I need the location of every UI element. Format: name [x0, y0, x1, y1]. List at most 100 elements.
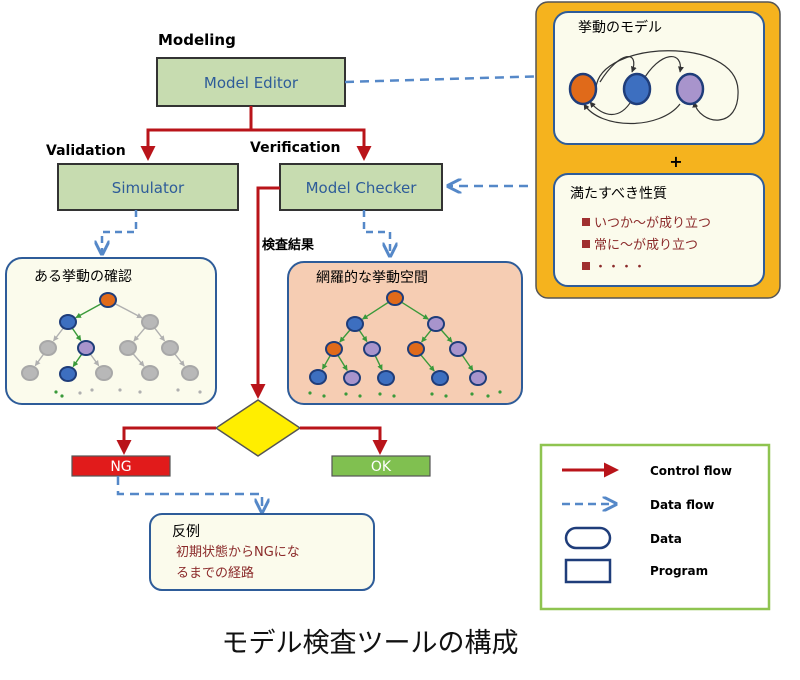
space-tree-leaf-dot	[358, 394, 362, 398]
space-tree-leaf-dot	[344, 392, 348, 396]
sim-tree-edge	[90, 354, 100, 367]
space-tree-node	[407, 341, 425, 357]
sim-tree-edge	[133, 327, 146, 342]
sim-result-title: ある挙動の確認	[34, 269, 132, 285]
legend-program-label: Program	[650, 564, 708, 578]
data-flow-checker-to-space	[362, 210, 390, 256]
legend-data-label: Data	[650, 532, 682, 546]
counterexample-title: 反例	[172, 524, 200, 540]
space-tree-edge	[421, 329, 432, 343]
model-and-properties-panel: 挙動のモデル + 満たすべき性質 いつか～が成り立つ 常に～が成り立つ ・・・・	[535, 1, 781, 299]
space-tree-leaf-dot	[430, 392, 434, 396]
space-tree-node	[343, 370, 361, 386]
space-tree-edge	[420, 354, 435, 372]
ok-label: OK	[371, 459, 392, 475]
sim-tree-node	[59, 366, 77, 382]
sim-tree-node	[141, 314, 159, 330]
space-tree-node	[386, 290, 404, 306]
space-tree-node	[427, 316, 445, 332]
modeling-label: Modeling	[158, 31, 236, 49]
space-tree-node	[363, 341, 381, 357]
space-tree-node	[309, 369, 327, 385]
decision-diamond	[214, 399, 302, 457]
counterexample-line-1: 初期状態からNGにな	[176, 544, 300, 560]
legend: Control flow Data flow Data Program	[539, 443, 771, 611]
sim-tree-edge	[132, 353, 145, 367]
space-tree-edge	[321, 355, 331, 370]
verification-label: Verification	[250, 140, 340, 156]
space-tree-edge	[401, 301, 429, 320]
simulation-result-panel: ある挙動の確認	[5, 257, 217, 405]
counterexample-panel: 反例 初期状態からNGにな るまでの経路	[149, 513, 375, 591]
figure-caption: モデル検査ツールの構成	[222, 628, 519, 659]
space-tree-node	[469, 370, 487, 386]
sim-tree-leaf-dot	[176, 388, 180, 392]
sim-tree-edge	[34, 354, 44, 367]
sim-tree-leaf-dot	[54, 390, 58, 394]
property-item-2: 常に～が成り立つ	[594, 238, 698, 253]
sim-tree-node	[21, 365, 39, 381]
data-flow-ng-to-counterexample	[116, 476, 262, 512]
space-tree-leaf-dot	[444, 394, 448, 398]
sim-tree-leaf-dot	[138, 390, 142, 394]
counterexample-line-2: るまでの経路	[176, 565, 254, 581]
sim-tree-edge	[75, 303, 102, 319]
space-tree-leaf-dot	[322, 394, 326, 398]
space-tree-leaf-dot	[498, 390, 502, 394]
behavior-model-title: 挙動のモデル	[578, 19, 662, 36]
space-tree-leaf-dot	[392, 394, 396, 398]
sim-tree-node	[181, 365, 199, 381]
space-tree-node	[377, 370, 395, 386]
state-space-title: 網羅的な挙動空間	[316, 270, 428, 286]
simulation-tree	[21, 292, 202, 398]
sim-tree-node	[95, 365, 113, 381]
control-flow-split	[140, 106, 372, 161]
control-flow-to-ok	[300, 426, 388, 455]
check-result-label: 検査結果	[262, 237, 314, 253]
property-item-3: ・・・・	[594, 260, 646, 275]
legend-control-flow-label: Control flow	[650, 464, 732, 478]
plus-sign: +	[669, 152, 682, 171]
sim-tree-node	[119, 340, 137, 356]
ng-result: NG	[71, 455, 171, 477]
legend-data-flow-label: Data flow	[650, 498, 714, 512]
space-tree-node	[346, 316, 364, 332]
simulator-box: Simulator	[57, 163, 239, 211]
model-checker-box: Model Checker	[279, 163, 443, 211]
sim-tree-node	[99, 292, 117, 308]
data-flow-editor-to-model	[344, 76, 550, 82]
space-tree-edge	[374, 355, 383, 371]
sim-tree-edge	[174, 353, 185, 367]
state-node-purple	[675, 72, 705, 106]
sim-tree-node	[77, 340, 95, 356]
space-tree-edge	[440, 329, 453, 343]
sim-tree-edge	[71, 328, 82, 342]
control-flow-to-decision	[250, 186, 280, 399]
sim-tree-node	[141, 365, 159, 381]
legend-program-shape	[564, 558, 612, 584]
state-machine	[568, 50, 739, 125]
space-tree-edge	[337, 355, 348, 371]
legend-data-shape	[564, 526, 612, 550]
space-tree-node	[449, 341, 467, 357]
sim-tree-leaf-dot	[60, 394, 64, 398]
space-tree-leaf-dot	[486, 394, 490, 398]
space-tree-leaf-dot	[470, 392, 474, 396]
sim-tree-leaf-dot	[118, 388, 122, 392]
state-space-tree	[308, 290, 502, 398]
space-tree-leaf-dot	[378, 392, 382, 396]
property-item-1: いつか～が成り立つ	[594, 216, 711, 231]
data-flow-sim-to-result	[102, 210, 138, 254]
sim-tree-edge	[154, 327, 166, 342]
space-tree-edge	[358, 330, 368, 343]
sim-tree-node	[59, 314, 77, 330]
control-flow-to-ng	[116, 426, 216, 455]
sim-tree-edge	[52, 327, 64, 342]
space-tree-leaf-dot	[308, 391, 312, 395]
space-tree-edge	[339, 329, 351, 343]
state-node-orange	[568, 72, 598, 106]
state-space-panel: 網羅的な挙動空間	[287, 261, 523, 405]
model-editor-label: Model Editor	[204, 74, 299, 92]
